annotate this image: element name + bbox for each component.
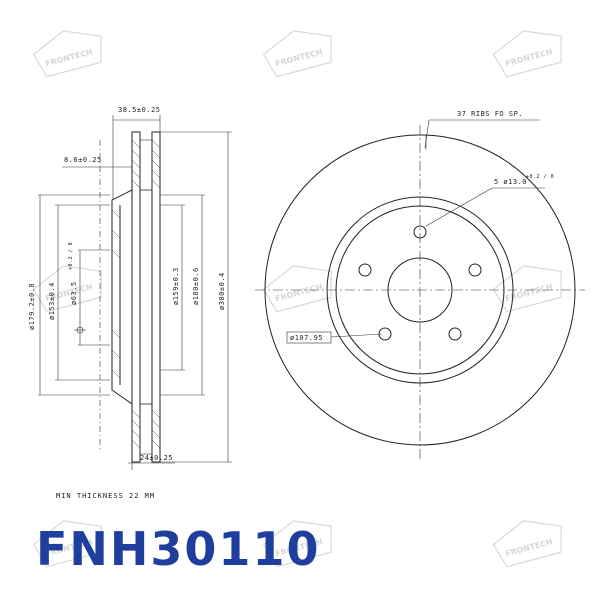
hat-section: [111, 189, 133, 405]
watermark-text: FRONTECH: [274, 47, 323, 68]
dim-center-bore: ø63.5: [70, 281, 78, 305]
bolt-hole: [468, 263, 482, 277]
watermark-text: FRONTECH: [504, 47, 553, 68]
watermark-text: FRONTECH: [504, 537, 553, 558]
dim-thickness: 24±0.25: [140, 454, 173, 462]
watermark-logo: FRONTECH: [262, 30, 332, 78]
watermark-logo: FRONTECH: [492, 30, 562, 78]
bolt-hole: [358, 263, 372, 277]
dim-center-bore-tolerance: +0.2 / 0: [68, 242, 74, 270]
pcd-label: ø107.95: [290, 334, 323, 342]
watermark-logo: FRONTECH: [492, 265, 562, 313]
dim-diameter-300: ø300±0.4: [218, 272, 226, 310]
part-number: FNH30110: [36, 522, 321, 576]
watermark-logo: FRONTECH: [32, 30, 102, 78]
section-hatching: [111, 139, 161, 449]
outer-friction-plate: [131, 131, 141, 463]
dim-diameter-180: ø180±0.6: [192, 267, 200, 305]
dim-overall-width: 38.5±0.25: [118, 106, 160, 114]
watermark-group: FRONTECH FRONTECH FRONTECH FRONTECH FRON…: [32, 30, 562, 568]
watermark-logo: FRONTECH: [492, 520, 562, 568]
dim-diameter-159: ø159±0.3: [172, 267, 180, 305]
vent-ribs: [139, 139, 153, 455]
side-section-view: 38.5±0.25 8.6±0.25 ø179.2±0.8 ø153±0.4 ø…: [28, 106, 232, 470]
dim-hat-depth: 8.6±0.25: [64, 156, 102, 164]
bolt-holes-tolerance: +0.2 / 0: [526, 174, 554, 180]
dim-diameter-153: ø153±0.4: [48, 282, 56, 320]
watermark-text: FRONTECH: [274, 282, 323, 303]
ribs-note: 37 RIBS FO SP.: [457, 110, 523, 118]
bolt-holes-note: 5 ø13.0: [494, 178, 527, 186]
min-thickness-note: MIN THICKNESS 22 MM: [56, 492, 156, 500]
inner-friction-plate: [151, 131, 161, 463]
front-view: 37 RIBS FO SP. 5 ø13.0 +0.2 / 0 ø107.95: [255, 110, 585, 460]
pcd-box: [286, 331, 332, 344]
bolt-hole: [448, 327, 462, 341]
dim-diameter-179: ø179.2±0.8: [28, 283, 36, 330]
watermark-logo: FRONTECH: [262, 265, 332, 313]
watermark-text: FRONTECH: [44, 47, 93, 68]
watermark-text: FRONTECH: [504, 282, 553, 303]
